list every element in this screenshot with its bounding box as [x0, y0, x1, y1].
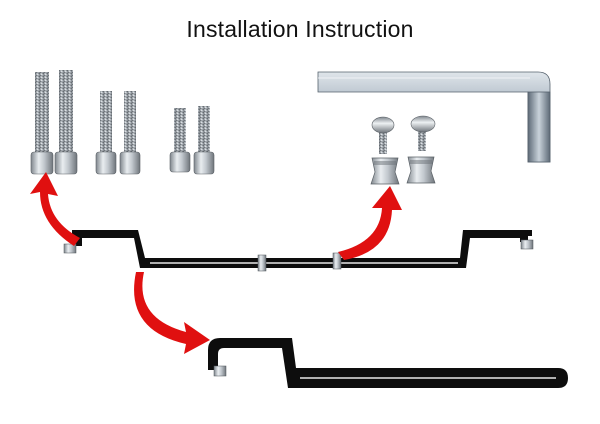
- bolt-group: [31, 70, 214, 174]
- arrow-to-thumb-screws: [338, 186, 402, 260]
- knurled-nut-2: [407, 157, 435, 183]
- full-mounting-bracket: [64, 230, 533, 271]
- medium-bolt-2: [120, 91, 140, 174]
- short-bolt-1: [170, 108, 190, 172]
- allen-wrench: [318, 72, 550, 162]
- long-bolt-1: [31, 72, 53, 174]
- thumb-screw-1: [372, 117, 394, 154]
- long-bolt-2: [55, 70, 77, 174]
- arrow-to-half-bracket: [134, 272, 210, 354]
- arrow-to-bolts: [30, 172, 80, 246]
- half-mounting-bracket: [208, 338, 568, 388]
- thumb-screw-2: [411, 116, 435, 151]
- short-bolt-2: [194, 106, 214, 174]
- medium-bolt-1: [96, 91, 116, 174]
- knurled-nut-1: [371, 158, 399, 184]
